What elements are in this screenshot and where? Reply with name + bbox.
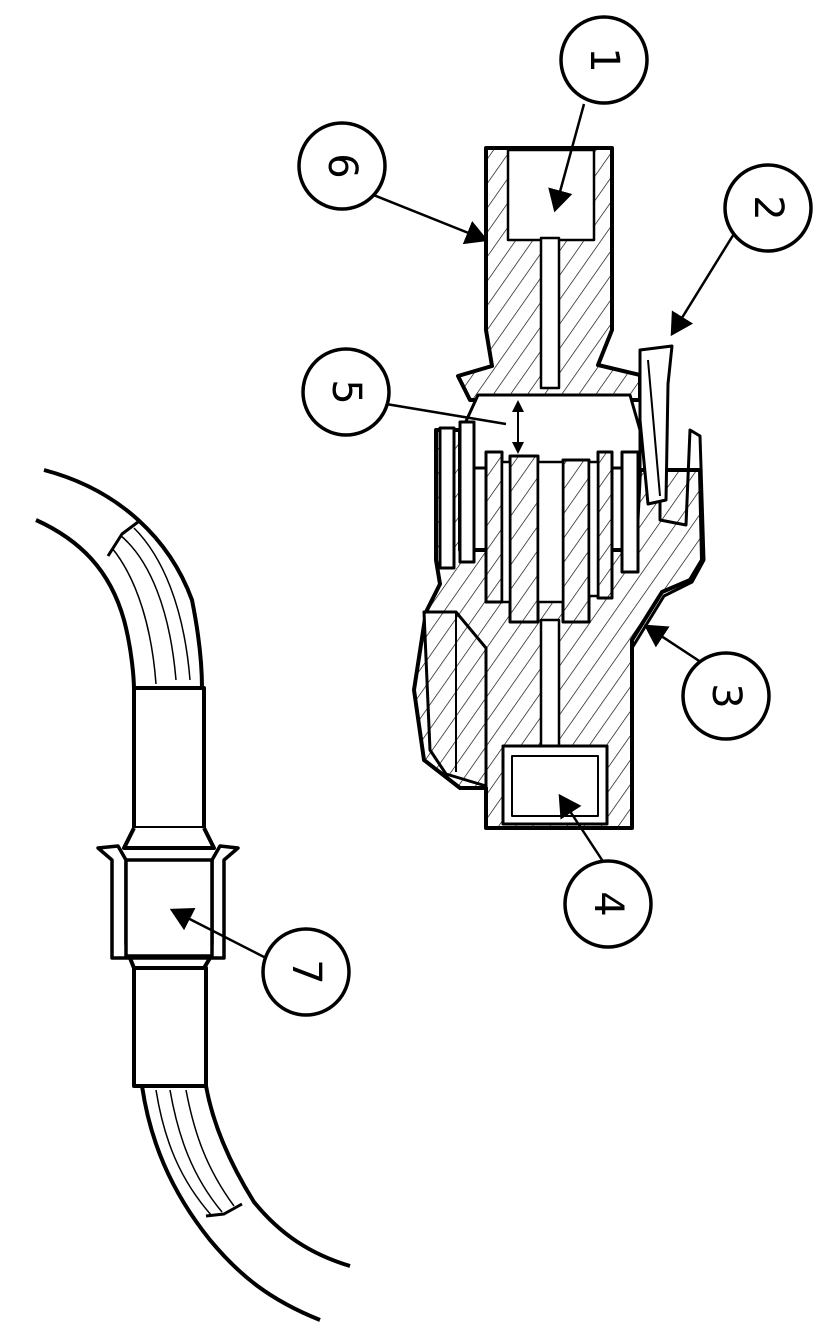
callout-3: 3	[681, 651, 771, 741]
splice-lower-sleeve	[132, 966, 208, 1088]
central-bore-lower	[539, 618, 561, 752]
cable-with-splice	[35, 468, 351, 1322]
cable-lower-outline-left	[140, 1085, 321, 1322]
callout-6-label: 6	[319, 153, 365, 178]
leader-4	[558, 793, 608, 867]
terminal-block-inner	[511, 755, 599, 817]
callout-5: 5	[301, 347, 391, 437]
callout-1-label: 1	[581, 47, 627, 72]
cable-upper-outline-left	[35, 518, 136, 691]
callout-7-label: 7	[283, 959, 329, 984]
callout-4-label: 4	[585, 891, 631, 916]
splice-core	[124, 858, 214, 958]
leader-5	[385, 402, 507, 426]
callout-2-label: 2	[745, 195, 791, 220]
leader-2	[670, 223, 742, 337]
cable-lower-outline-right	[204, 1085, 351, 1268]
callout-5-label: 5	[323, 379, 369, 404]
callouts: 1 2 3 4 5 6 7	[261, 15, 813, 1017]
splice-upper-sleeve	[132, 686, 206, 830]
callout-3-label: 3	[703, 683, 749, 708]
callout-7: 7	[261, 927, 351, 1017]
connector-cutaway	[412, 146, 706, 830]
central-bore-upper	[539, 236, 561, 390]
leader-1	[548, 103, 586, 213]
lock-tab	[638, 344, 674, 506]
callout-2: 2	[723, 163, 813, 253]
terminal-fingers	[438, 420, 640, 624]
callout-1: 1	[559, 15, 649, 105]
cable-lower-wires	[155, 1089, 235, 1217]
leader-7	[169, 907, 267, 960]
callout-6: 6	[297, 121, 387, 211]
callout-4: 4	[563, 859, 653, 949]
cable-upper-wires	[111, 527, 191, 685]
leader-lines	[169, 103, 742, 960]
finger-gaps	[500, 460, 600, 604]
cable-upper-outline-right	[43, 468, 204, 689]
leader-6	[365, 190, 489, 245]
seal-cavity	[506, 148, 596, 242]
